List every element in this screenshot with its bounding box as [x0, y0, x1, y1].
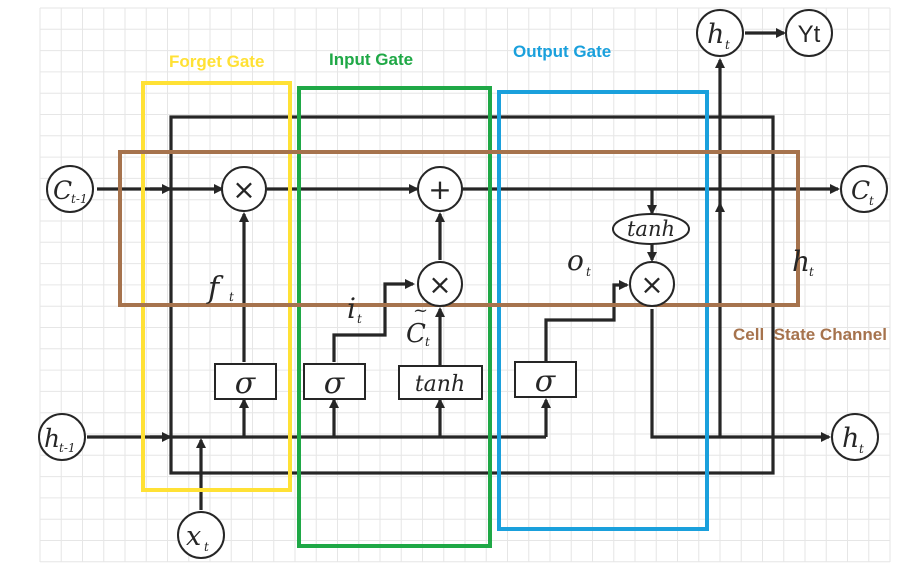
output-tanh-node: tanh: [612, 213, 690, 245]
forget-gate-box: [141, 81, 292, 492]
tanh-label: tanh: [415, 372, 465, 397]
sigma-symbol: σ: [235, 366, 257, 401]
candidate-signal-label: ~ C t: [406, 300, 430, 349]
signal-sub: t: [229, 290, 234, 304]
cell-state-box: [118, 150, 800, 307]
node-main: h: [44, 424, 60, 453]
output-multiply-operator: ×: [629, 261, 675, 307]
multiply-symbol: ×: [428, 268, 451, 301]
tanh-label: tanh: [627, 217, 675, 241]
c-out-node: C t: [840, 165, 888, 213]
input-sigma-box: σ: [303, 363, 366, 401]
output-signal-line: [544, 280, 629, 362]
signal-sub: t: [357, 312, 362, 326]
signal-main: o: [567, 244, 584, 277]
output-gate-box: [497, 90, 709, 531]
sigma-symbol: σ: [535, 364, 557, 399]
node-sub: t: [859, 442, 864, 456]
background-grid: [39, 7, 891, 563]
signal-tilde: ~: [413, 300, 428, 321]
add-symbol: +: [428, 173, 451, 206]
signal-main: i: [347, 292, 356, 325]
node-main: Yt: [798, 21, 821, 48]
input-gate-box: [297, 86, 492, 548]
c-prev-node: C t-1: [46, 165, 94, 213]
input-tanh-box: tanh: [398, 365, 483, 400]
node-sub: t: [869, 194, 874, 208]
hidden-inner-label: h t: [792, 245, 814, 279]
y-node: Yt: [785, 9, 833, 57]
cell-frame: [169, 115, 775, 475]
input-multiply-operator: ×: [417, 261, 463, 307]
cell-add-operator: +: [417, 166, 463, 212]
node-main: C: [851, 176, 870, 205]
multiply-symbol: ×: [640, 268, 663, 301]
signal-main: C: [406, 319, 426, 349]
node-sub: t: [725, 38, 730, 52]
output-sigma-box: σ: [514, 361, 577, 399]
node-main: h: [842, 423, 859, 454]
h-top-node: h t: [696, 9, 744, 57]
signal-main: f: [206, 271, 224, 306]
input-gate-label: Input Gate: [329, 50, 413, 69]
hidden-output-line: [650, 309, 831, 442]
input-signal-label: i t: [347, 292, 362, 326]
signal-sub: t: [809, 265, 814, 279]
node-main: C: [53, 176, 72, 205]
sigma-symbol: σ: [324, 366, 346, 401]
output-gate-label: Output Gate: [513, 42, 611, 61]
output-signal-label: o t: [567, 244, 591, 279]
node-main: x: [186, 521, 201, 552]
multiply-symbol: ×: [232, 173, 255, 206]
forget-multiply-operator: ×: [221, 166, 267, 212]
node-main: h: [707, 19, 724, 50]
cell-state-channel-label: Cell State Channel: [733, 325, 887, 344]
signal-sub: t: [425, 335, 430, 349]
h-prev-node: h t-1: [38, 413, 86, 461]
node-sub: t-1: [59, 441, 76, 455]
forget-signal-label: f t: [206, 271, 234, 306]
node-sub: t-1: [71, 192, 88, 206]
signal-sub: t: [586, 265, 591, 279]
input-signal-line: [332, 279, 415, 362]
signal-main: h: [792, 245, 810, 278]
forget-sigma-box: σ: [214, 363, 277, 401]
h-out-node: h t: [831, 413, 879, 461]
x-node: x t: [177, 511, 225, 559]
node-sub: t: [204, 540, 209, 554]
forget-gate-label: Forget Gate: [169, 52, 264, 71]
